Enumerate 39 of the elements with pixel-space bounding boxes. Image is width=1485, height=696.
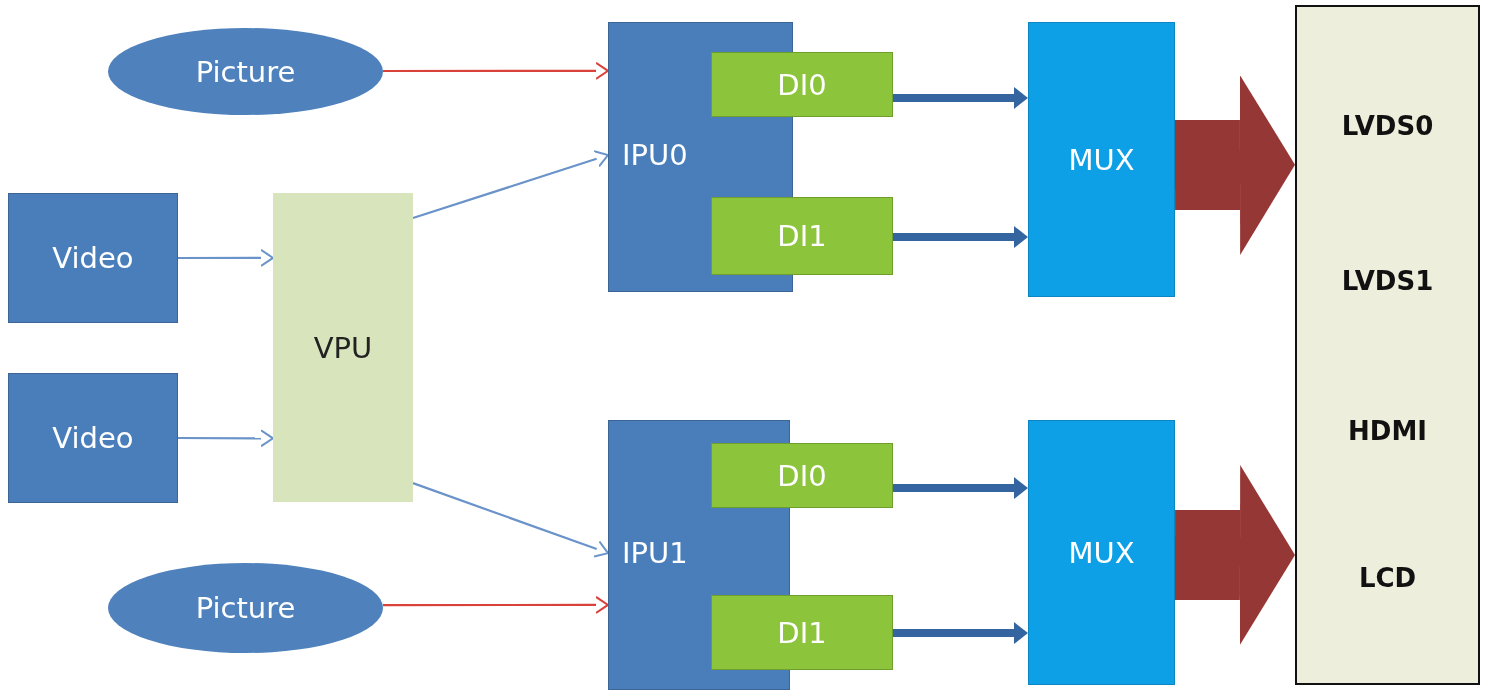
- arrow: [893, 477, 1028, 500]
- block-arrow: [1175, 74, 1295, 255]
- port-label: LVDS1: [1340, 266, 1435, 296]
- arrow: [178, 248, 274, 267]
- arrow: [383, 61, 609, 80]
- node-label: IPU0: [622, 138, 688, 172]
- arrow: [893, 622, 1028, 645]
- node-label: VPU: [313, 330, 373, 365]
- process-box: [711, 52, 893, 117]
- process-box: [1028, 420, 1175, 685]
- node-label: MUX: [1068, 535, 1135, 570]
- arrow: [412, 482, 609, 558]
- arrow: [893, 226, 1028, 249]
- process-box: [8, 193, 178, 323]
- arrow: [178, 429, 274, 448]
- output-panel: [1295, 5, 1480, 685]
- node-label: Picture: [195, 591, 296, 625]
- arrow: [412, 150, 609, 220]
- node-label: Picture: [195, 54, 296, 89]
- node-label: Video: [52, 241, 134, 275]
- process-box: [711, 443, 893, 508]
- node-label: Video: [52, 421, 134, 455]
- arrow: [893, 86, 1028, 109]
- node-label: IPU1: [622, 536, 688, 570]
- node-label: DI1: [777, 219, 827, 253]
- process-box: [711, 595, 893, 670]
- node-label: DI0: [777, 458, 827, 493]
- arrow: [383, 595, 609, 614]
- port-label: LCD: [1357, 563, 1418, 593]
- port-label: LVDS0: [1340, 111, 1435, 141]
- node-label: DI1: [777, 615, 827, 650]
- port-label: HDMI: [1347, 416, 1428, 446]
- process-box: [8, 373, 178, 503]
- node-label: MUX: [1068, 142, 1135, 177]
- node-label: DI0: [777, 67, 827, 102]
- process-box: [711, 197, 893, 275]
- block-arrow: [1175, 465, 1295, 645]
- process-box: [273, 193, 413, 502]
- process-box: [1028, 22, 1175, 297]
